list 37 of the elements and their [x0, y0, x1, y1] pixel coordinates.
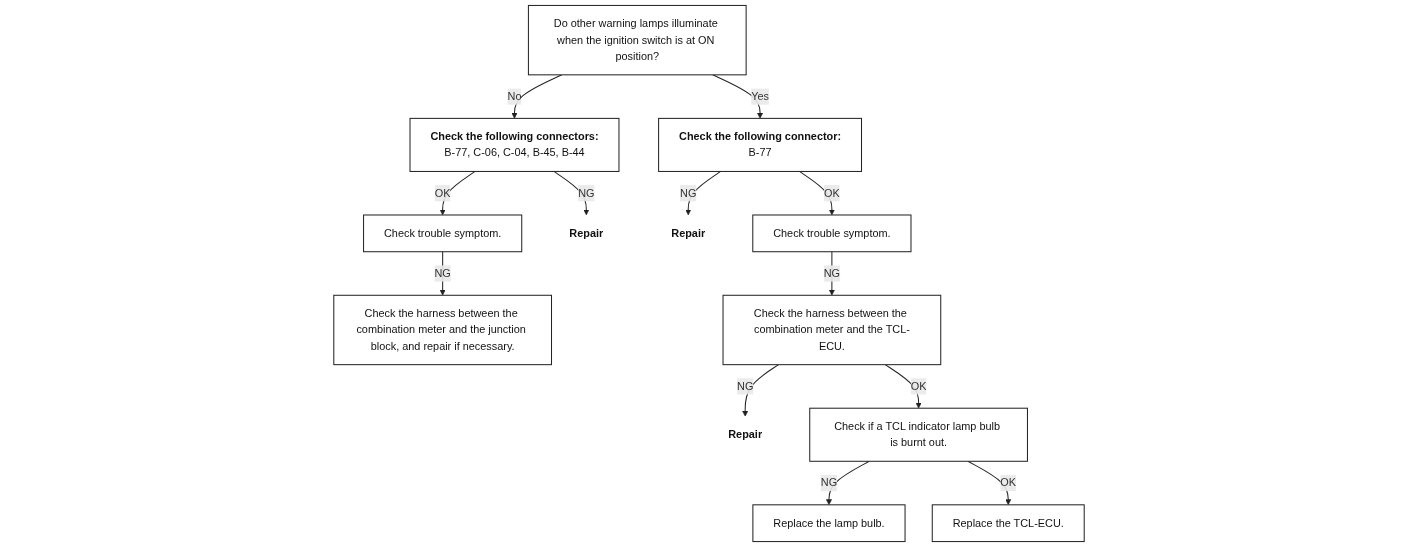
- arrow: [799, 170, 835, 216]
- node-box: Check the following connector: B-77: [658, 117, 862, 172]
- edge-label: No: [507, 90, 522, 103]
- node-text: Repair: [569, 227, 604, 239]
- arrow: [553, 170, 590, 216]
- edge-label: OK: [910, 380, 927, 392]
- node-text: Repair: [671, 227, 706, 239]
- edge-label: Yes: [751, 90, 769, 103]
- arrow: [828, 251, 835, 296]
- node-box: Do other warning lamps illuminate when the ignition switch is at ON position?: [527, 4, 747, 76]
- arrow: [825, 460, 870, 506]
- arrow: [742, 364, 780, 417]
- node-box: Check trouble symptom.: [752, 214, 912, 253]
- node-box: Replace the TCL-ECU.: [931, 504, 1085, 543]
- edge-label: NG: [823, 267, 841, 279]
- edge-label: NG: [578, 187, 595, 199]
- node-box: Check if a TCL indicator lamp bulb is burnt out.: [809, 407, 1028, 462]
- arrow: [967, 460, 1012, 506]
- edge-label: OK: [1000, 476, 1017, 489]
- node-box: Replace the lamp bulb.: [752, 504, 906, 543]
- node-box: Check the following connectors: B-77, C-06, C-04, B-45, B-44: [409, 117, 620, 172]
- edge-label: NG: [737, 380, 754, 392]
- node-box: Check trouble symptom.: [363, 214, 523, 253]
- node-text: Repair: [728, 428, 763, 441]
- arrow: [511, 74, 563, 119]
- edge-label: OK: [434, 187, 451, 199]
- arrow: [712, 74, 764, 119]
- arrow: [439, 170, 476, 216]
- edge-label: OK: [824, 187, 840, 199]
- node-box: Check the harness between the combination meter and the TCL-ECU.: [722, 294, 942, 366]
- arrow: [685, 170, 722, 216]
- edge-label: NG: [434, 267, 451, 279]
- arrow: [884, 364, 922, 409]
- arrow: [439, 251, 446, 296]
- node-box: Check the harness between the combination meter and the junction block, and repair if necessary.: [333, 294, 552, 366]
- edge-label: NG: [680, 187, 697, 199]
- edge-label: NG: [820, 476, 838, 489]
